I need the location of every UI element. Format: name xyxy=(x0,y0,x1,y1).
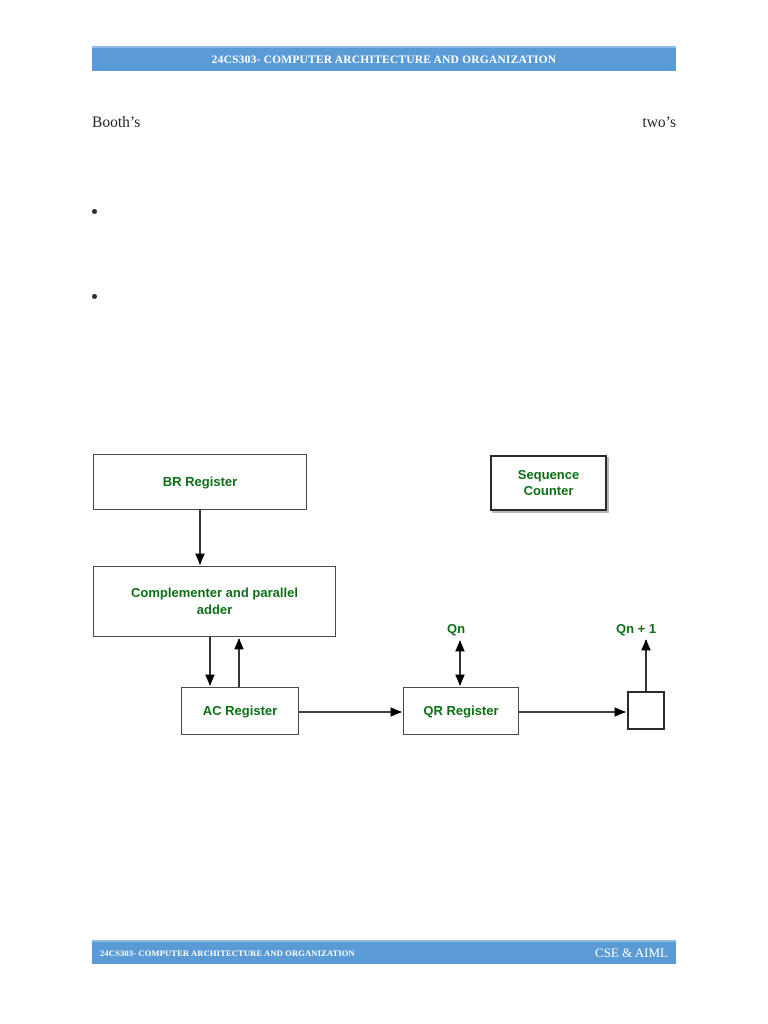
diagram-box-br-register[interactable]: BR Register xyxy=(93,454,307,510)
diagram-label-qn-plus-1: Qn + 1 xyxy=(616,621,657,636)
diagram-box-complementer-and-parallel-adder[interactable]: Complementer and parallel adder xyxy=(93,566,336,637)
body-text-fragment-right: two’s xyxy=(642,114,676,131)
bullet-list-item-2 xyxy=(92,287,676,303)
complementer-line-2: adder xyxy=(196,601,233,617)
diagram-box-br-register-label: BR Register xyxy=(162,473,238,489)
diagram-box-sequence-counter-label: Sequence Counter xyxy=(518,467,579,500)
diagram-box-qn-plus-1-flipflop[interactable] xyxy=(627,691,665,730)
diagram-box-ac-register-label: AC Register xyxy=(202,702,278,718)
bullet-point-icon xyxy=(92,209,97,214)
page-header-title: 24CS303- COMPUTER ARCHITECTURE AND ORGAN… xyxy=(211,53,557,66)
body-text-line: Booth’s two’s xyxy=(92,114,676,132)
complementer-line-1: Complementer and parallel xyxy=(131,585,298,601)
diagram-box-complementer-label: Complementer and parallel adder xyxy=(131,585,298,618)
bullet-point-icon xyxy=(92,294,97,299)
page-header-band: 24CS303- COMPUTER ARCHITECTURE AND ORGAN… xyxy=(92,46,676,71)
page-footer-band: 24CS303- COMPUTER ARCHITECTURE AND ORGAN… xyxy=(92,940,676,964)
diagram-box-qr-register[interactable]: QR Register xyxy=(403,687,519,735)
sequence-counter-line-1: Sequence xyxy=(517,466,580,482)
diagram-box-sequence-counter[interactable]: Sequence Counter xyxy=(490,455,607,511)
diagram-box-ac-register[interactable]: AC Register xyxy=(181,687,299,735)
body-text-fragment-left: Booth’s xyxy=(92,114,141,131)
bullet-list-item-1 xyxy=(92,202,676,218)
diagram-label-qn: Qn xyxy=(447,621,466,636)
page-footer-course-title: 24CS303- COMPUTER ARCHITECTURE AND ORGAN… xyxy=(100,948,355,958)
diagram-box-qr-register-label: QR Register xyxy=(423,702,499,718)
sequence-counter-line-2: Counter xyxy=(523,483,574,498)
page-footer-department: CSE & AIML xyxy=(595,945,668,960)
